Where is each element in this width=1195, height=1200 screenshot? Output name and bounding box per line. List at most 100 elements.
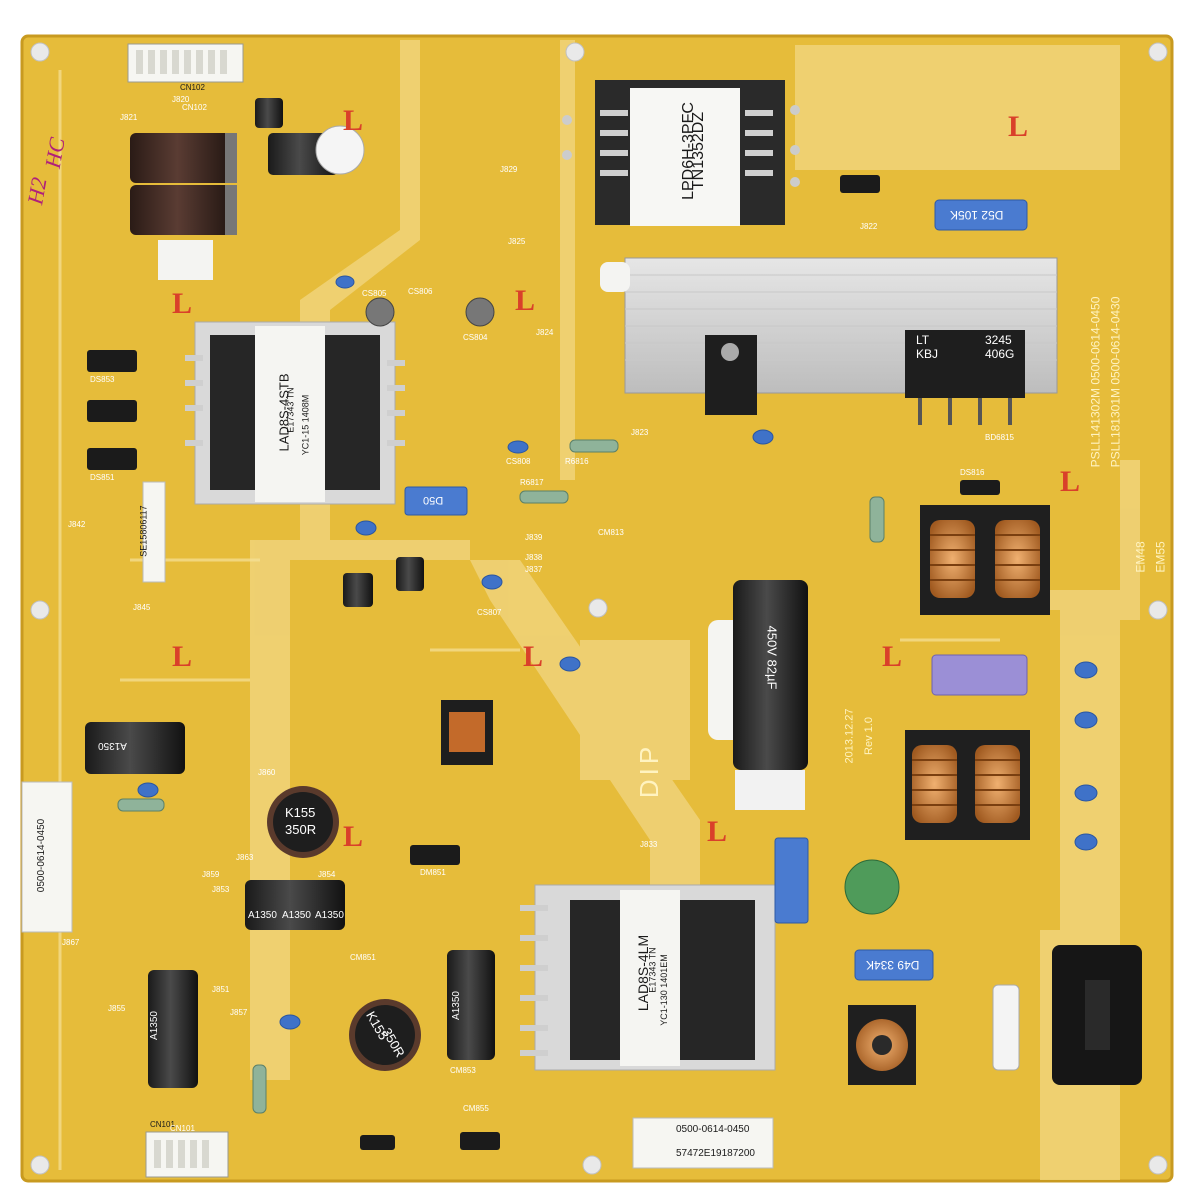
inductors-k155 xyxy=(267,786,421,1071)
blue-cap-label-3: D49 334K xyxy=(866,958,920,972)
ref-j860: J860 xyxy=(258,768,276,777)
transformer-bottom-label-3: YC1-130 1401EM xyxy=(658,954,669,1026)
ref-j823: J823 xyxy=(631,428,649,437)
ref-cs806: CS806 xyxy=(408,287,433,296)
ref-ds816: DS816 xyxy=(960,468,985,477)
ref-j863: J863 xyxy=(236,853,254,862)
marking-l-3: L xyxy=(515,284,536,317)
ref-bd6815: BD6815 xyxy=(985,433,1014,442)
handwriting-h2: H2 xyxy=(22,175,52,207)
sticker-bottom-line-1: 0500-0614-0450 xyxy=(676,1124,750,1135)
blue-cap-label-1: D52 105K xyxy=(950,208,1004,222)
part-code-bottom: PSLL181301M 0500-0614-0430 xyxy=(1108,296,1123,468)
ref-j867: J867 xyxy=(62,938,80,947)
ref-j829: J829 xyxy=(500,165,518,174)
marking-l-1: L xyxy=(343,104,364,137)
marking-l-9: L xyxy=(343,820,364,853)
ref-j859: J859 xyxy=(202,870,220,879)
heatsink xyxy=(624,257,1058,425)
small-cap-top xyxy=(255,98,365,175)
marking-l-8: L xyxy=(707,815,728,848)
ref-j845: J845 xyxy=(133,603,151,612)
connector-cn101 xyxy=(145,1131,229,1178)
bridge-code-2: 406G xyxy=(985,347,1015,361)
connector-cn101-label: CN101 xyxy=(150,1120,175,1129)
transformer-lad8s-4lm xyxy=(520,884,776,1071)
ref-cm851: CM851 xyxy=(350,953,376,962)
handwriting-hc: HC xyxy=(39,135,70,171)
ref-j839: J839 xyxy=(525,533,543,542)
toroid-inductor xyxy=(848,1005,916,1085)
cap-label-a: A1350 xyxy=(248,910,277,921)
bulk-capacitor xyxy=(708,580,808,810)
trace-lines xyxy=(58,70,1000,1170)
rev-code: Rev 1.0 xyxy=(862,717,875,755)
inductor-label-1a: K155 xyxy=(285,805,316,820)
sticker-bottom-bg xyxy=(632,1117,774,1169)
ref-r6817: R6817 xyxy=(520,478,544,487)
diodes xyxy=(87,175,1000,1150)
marking-l-5: L xyxy=(172,640,193,673)
date-code: 2013.12.27 xyxy=(843,708,856,764)
transformer-bottom-label-2: E17343 TN xyxy=(647,947,658,993)
transformer-lpd6h xyxy=(562,80,800,226)
ref-j838: J838 xyxy=(525,553,543,562)
ref-j833: J833 xyxy=(640,840,658,849)
connector-cn102 xyxy=(127,43,244,83)
transformer-left-label-2: E17343 TN xyxy=(285,387,296,433)
ref-cn101: CN101 xyxy=(170,1124,195,1133)
cap-label-b: A1350 xyxy=(282,910,311,921)
connector-cn102-label: CN102 xyxy=(180,83,205,92)
dip-label: DIP xyxy=(634,742,665,799)
ref-r6816: R6816 xyxy=(565,457,589,466)
ref-j853: J853 xyxy=(212,885,230,894)
ref-j842: J842 xyxy=(68,520,86,529)
cap-label-e: A1350 xyxy=(148,1011,160,1040)
mounting-holes xyxy=(30,42,1168,1175)
bulk-cap-label: 450V 82µF xyxy=(764,625,780,690)
ac-inlet xyxy=(1052,945,1142,1085)
ref-j855: J855 xyxy=(108,1004,126,1013)
cap-label-d: A1350 xyxy=(98,740,127,751)
x-capacitor-lavender xyxy=(931,654,1028,696)
ref-j825: J825 xyxy=(508,237,526,246)
resistors xyxy=(117,439,885,1114)
model-em48: EM48 xyxy=(1133,541,1148,573)
inductor-label-1b: 350R xyxy=(285,822,317,837)
common-mode-choke-top xyxy=(920,505,1050,615)
sticker-mid-bg xyxy=(142,481,166,583)
ref-cm853: CM853 xyxy=(450,1066,476,1075)
sticker-left-text: 0500-0614-0450 xyxy=(36,818,48,893)
model-em55: EM55 xyxy=(1153,541,1168,573)
ref-j851: J851 xyxy=(212,985,230,994)
bridge-code-1: 3245 xyxy=(985,333,1012,347)
sticker-bottom-line-2: 57472E19187200 xyxy=(676,1148,755,1159)
ref-j822: J822 xyxy=(860,222,878,231)
bridge-lt: LT xyxy=(916,333,930,347)
ref-j857: J857 xyxy=(230,1008,248,1017)
cap-label-c: A1350 xyxy=(315,910,344,921)
ref-j820: J820 xyxy=(172,95,190,104)
film-capacitors xyxy=(404,199,1028,981)
ceramic-caps xyxy=(137,275,1098,1030)
ref-j824: J824 xyxy=(536,328,554,337)
ref-ds851: DS851 xyxy=(90,473,115,482)
ref-cm855: CM855 xyxy=(463,1104,489,1113)
thermistor xyxy=(844,859,900,915)
marking-l-2: L xyxy=(172,287,193,320)
ref-cs805: CS805 xyxy=(362,289,387,298)
ref-j854: J854 xyxy=(318,870,336,879)
cap-label-f: A1350 xyxy=(450,991,462,1020)
ref-dm851: DM851 xyxy=(420,868,446,877)
transformer-left-label-3: YC1-15 1408M xyxy=(300,394,311,456)
part-code-top: PSLL141302M 0500-0614-0450 xyxy=(1088,296,1103,468)
ref-cs804: CS804 xyxy=(463,333,488,342)
ref-ds853: DS853 xyxy=(90,375,115,384)
common-mode-choke-bottom xyxy=(905,730,1030,840)
ref-j837: J837 xyxy=(525,565,543,574)
ref-cs808: CS808 xyxy=(506,457,531,466)
fuse xyxy=(992,984,1020,1071)
ref-cs807: CS807 xyxy=(477,608,502,617)
ref-j821: J821 xyxy=(120,113,138,122)
